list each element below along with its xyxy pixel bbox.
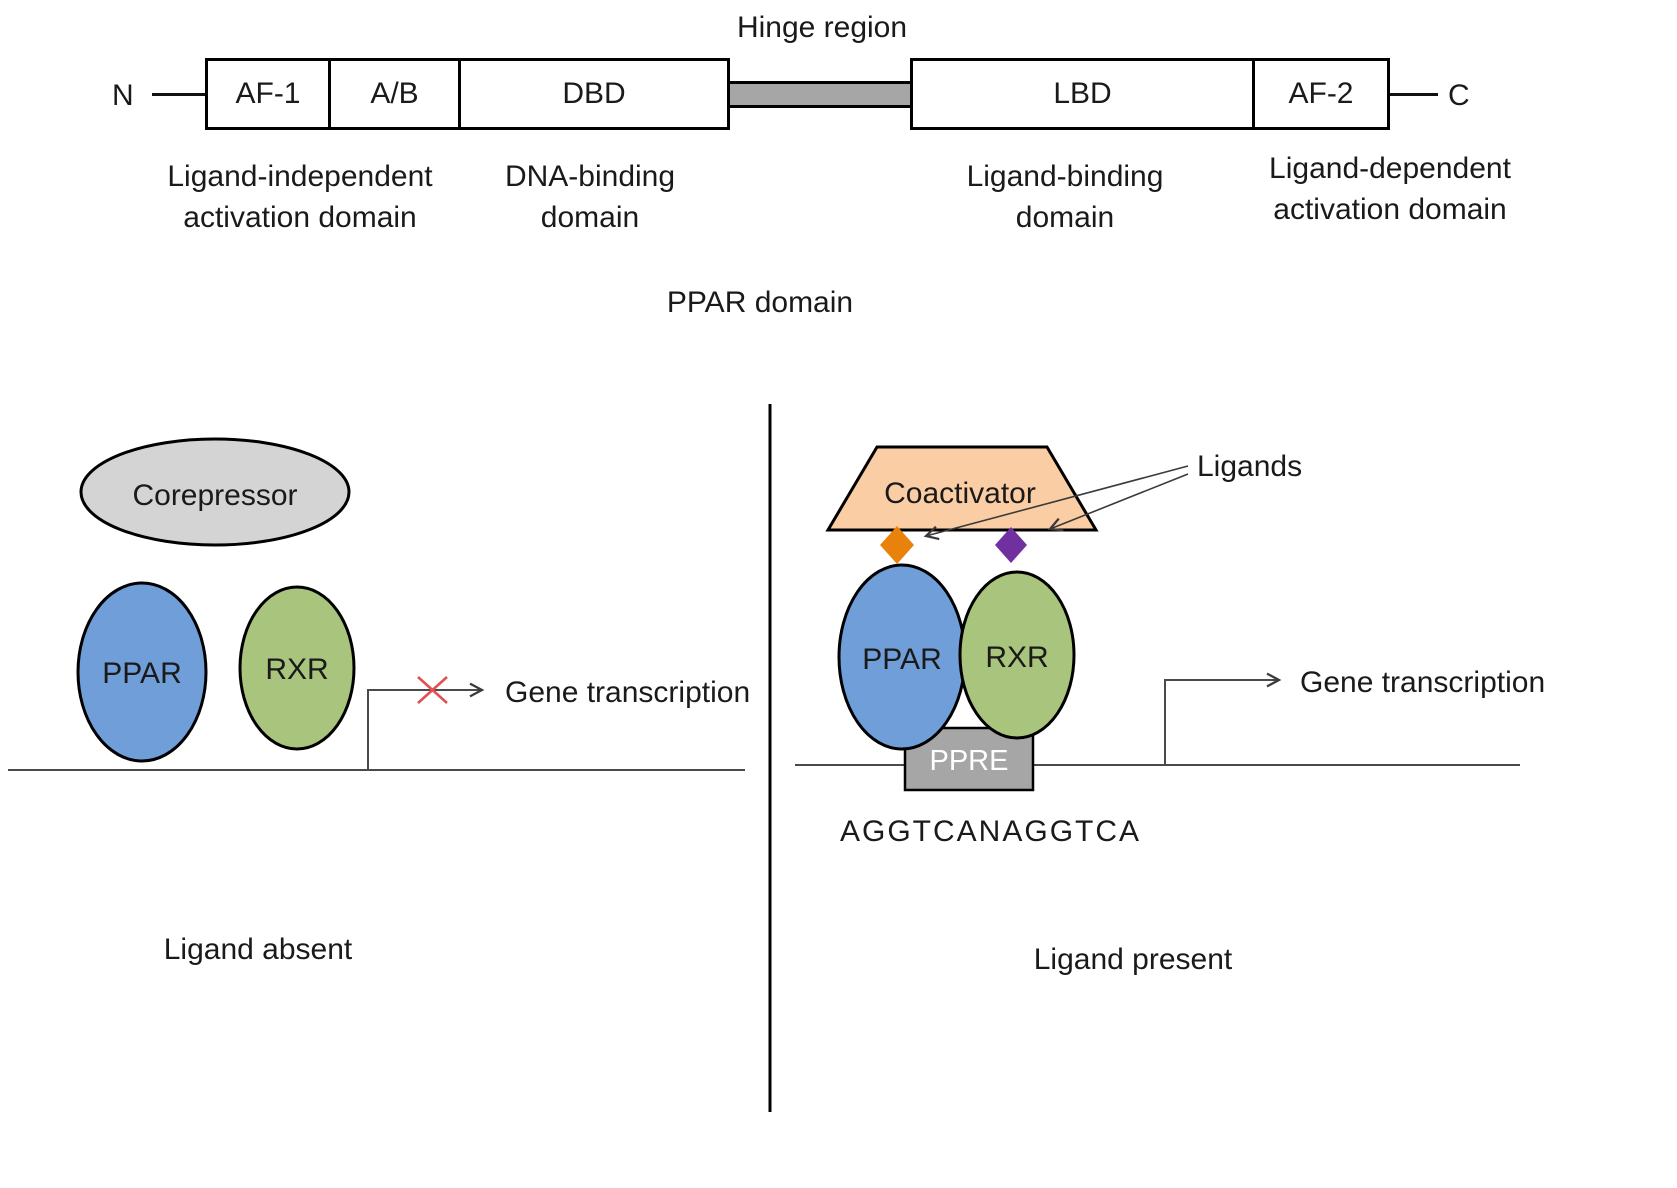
caption-dbd: DNA-binding domain [504,160,676,235]
ppar-ellipse-left [76,581,208,763]
ligand-pointer-arrow-2 [1047,473,1189,532]
coactivator-label: Coactivator [884,477,1036,510]
rxr-ellipse-right [958,570,1076,740]
segment-dbd: DBD [458,61,727,127]
corepressor-ellipse [79,437,351,547]
n-connector-line [152,93,205,96]
n-terminus-label: N [112,79,134,112]
blocked-cross-icon [417,676,448,704]
ligand-diamond-orange [880,526,914,564]
cterminal-domain-box: LBD AF-2 [910,58,1390,130]
gene-transcription-label-right: Gene transcription [1300,666,1546,699]
segment-af2: AF-2 [1252,61,1387,127]
rxr-ellipse-left [238,585,356,751]
ppre-label: PPRE [929,745,1009,777]
rxr-label-right: RXR [985,641,1049,674]
c-terminus-label: C [1448,79,1470,112]
ligand-diamond-purple [995,527,1027,563]
caption-af2: Ligand-dependent activation domain [1269,152,1511,227]
ligand-present-caption: Ligand present [1033,943,1233,976]
ppar-domain-title: PPAR domain [666,286,854,319]
transcription-arrow-left [367,682,485,769]
segment-lbd: LBD [1053,77,1112,110]
gene-transcription-label-left: Gene transcription [505,676,751,709]
hinge-region-label: Hinge region [736,11,908,44]
segment-af1: AF-1 [235,77,301,110]
corepressor-label: Corepressor [132,479,298,512]
rxr-label-left: RXR [265,653,329,686]
ppar-label-right: PPAR [862,643,942,676]
nterminal-domain-box: AF-1 A/B DBD [205,58,730,130]
ppar-label-left: PPAR [102,657,182,690]
caption-af1: Ligand-independent activation domain [167,160,433,235]
ligands-label: Ligands [1197,450,1303,483]
caption-lbd: Ligand-binding domain [966,160,1164,235]
ligand-absent-caption: Ligand absent [163,933,353,966]
c-connector-line [1390,93,1438,96]
transcription-arrow-right [1164,672,1282,764]
segment-ab: A/B [328,61,458,127]
ligand-pointer-arrow-1 [923,465,1189,541]
hinge-bar [727,81,913,108]
dna-sequence-label: AGGTCANAGGTCA [840,815,1142,848]
